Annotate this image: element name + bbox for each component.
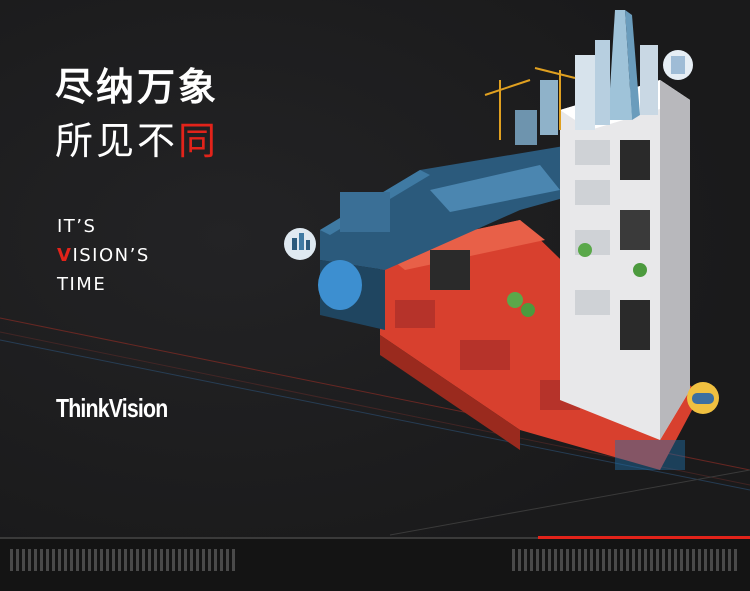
- headline-line-2: 所见不同: [55, 122, 219, 160]
- footer-tick: [722, 549, 725, 571]
- footer-tick: [734, 549, 737, 571]
- footer-tick: [118, 549, 121, 571]
- footer-tick: [584, 549, 587, 571]
- footer-tick: [548, 549, 551, 571]
- footer-tick: [64, 549, 67, 571]
- footer-tick: [644, 549, 647, 571]
- footer-tick: [226, 549, 229, 571]
- footer-tick: [614, 549, 617, 571]
- tagline-line-2-accent: V: [57, 245, 73, 266]
- footer-tick: [704, 549, 707, 571]
- footer-tick: [626, 549, 629, 571]
- footer-tick: [58, 549, 61, 571]
- tagline-line-3: TIME: [57, 274, 107, 295]
- gamepad-badge-icon: [687, 382, 719, 414]
- tagline: IT’S VISION’S TIME: [57, 212, 150, 299]
- footer-tick: [632, 549, 635, 571]
- document-badge-icon: [663, 50, 693, 80]
- footer-tick: [28, 549, 31, 571]
- footer-tick: [112, 549, 115, 571]
- footer-tick: [184, 549, 187, 571]
- footer-tick: [16, 549, 19, 571]
- footer-tick: [142, 549, 145, 571]
- footer-tick: [596, 549, 599, 571]
- headline-line-1: 尽纳万象: [55, 65, 220, 109]
- footer-tick: [674, 549, 677, 571]
- footer-red-accent: [538, 536, 750, 539]
- footer-tick: [542, 549, 545, 571]
- footer-tick: [232, 549, 235, 571]
- footer-tick: [154, 549, 157, 571]
- headline-line-2-prefix: 所见不: [55, 119, 179, 163]
- footer-tick: [40, 549, 43, 571]
- footer-tick: [136, 549, 139, 571]
- footer-tick: [662, 549, 665, 571]
- footer-tick: [214, 549, 217, 571]
- headline-line-2-accent: 同: [178, 119, 220, 163]
- footer-tick: [82, 549, 85, 571]
- footer-tick: [578, 549, 581, 571]
- footer-tick: [656, 549, 659, 571]
- footer-tick: [124, 549, 127, 571]
- footer-tick: [46, 549, 49, 571]
- footer-tick: [554, 549, 557, 571]
- footer-tick: [70, 549, 73, 571]
- footer-tick: [34, 549, 37, 571]
- footer-tick: [220, 549, 223, 571]
- city-badge-icon: [284, 228, 316, 260]
- tagline-line-2-rest: ISION’S: [72, 245, 150, 266]
- footer-tick: [148, 549, 151, 571]
- footer-tick: [88, 549, 91, 571]
- tagline-line-2: VISION’S: [57, 241, 150, 270]
- footer-tick: [620, 549, 623, 571]
- tagline-line-1: IT’S: [57, 216, 97, 237]
- footer-tick: [602, 549, 605, 571]
- footer-tick: [178, 549, 181, 571]
- footer-tick: [686, 549, 689, 571]
- footer-tick: [728, 549, 731, 571]
- footer-tick: [518, 549, 521, 571]
- footer-tick: [196, 549, 199, 571]
- footer-tick: [94, 549, 97, 571]
- footer-divider: [0, 537, 750, 539]
- footer-tick: [698, 549, 701, 571]
- footer-tick: [76, 549, 79, 571]
- footer-tick: [172, 549, 175, 571]
- footer-tick: [692, 549, 695, 571]
- footer-tick: [512, 549, 515, 571]
- footer-tick: [566, 549, 569, 571]
- footer-tick: [680, 549, 683, 571]
- footer-tick: [160, 549, 163, 571]
- footer-tick: [190, 549, 193, 571]
- footer-tick: [668, 549, 671, 571]
- footer-tick: [530, 549, 533, 571]
- footer-tick: [608, 549, 611, 571]
- footer-tick: [560, 549, 563, 571]
- footer-ticks-right: [512, 549, 737, 571]
- footer-tick: [572, 549, 575, 571]
- footer-tick: [166, 549, 169, 571]
- footer-tick: [208, 549, 211, 571]
- footer-tick: [202, 549, 205, 571]
- footer-tick: [130, 549, 133, 571]
- brand-logo: ThinkVision: [56, 393, 168, 423]
- footer-tick: [106, 549, 109, 571]
- footer-tick: [52, 549, 55, 571]
- footer-tick: [710, 549, 713, 571]
- footer-tick: [590, 549, 593, 571]
- footer-tick: [100, 549, 103, 571]
- footer-tick: [524, 549, 527, 571]
- footer-tick: [650, 549, 653, 571]
- footer-tick: [536, 549, 539, 571]
- footer-tick: [22, 549, 25, 571]
- footer-tick: [716, 549, 719, 571]
- footer-ticks-left: [10, 549, 235, 571]
- footer-tick: [638, 549, 641, 571]
- footer-tick: [10, 549, 13, 571]
